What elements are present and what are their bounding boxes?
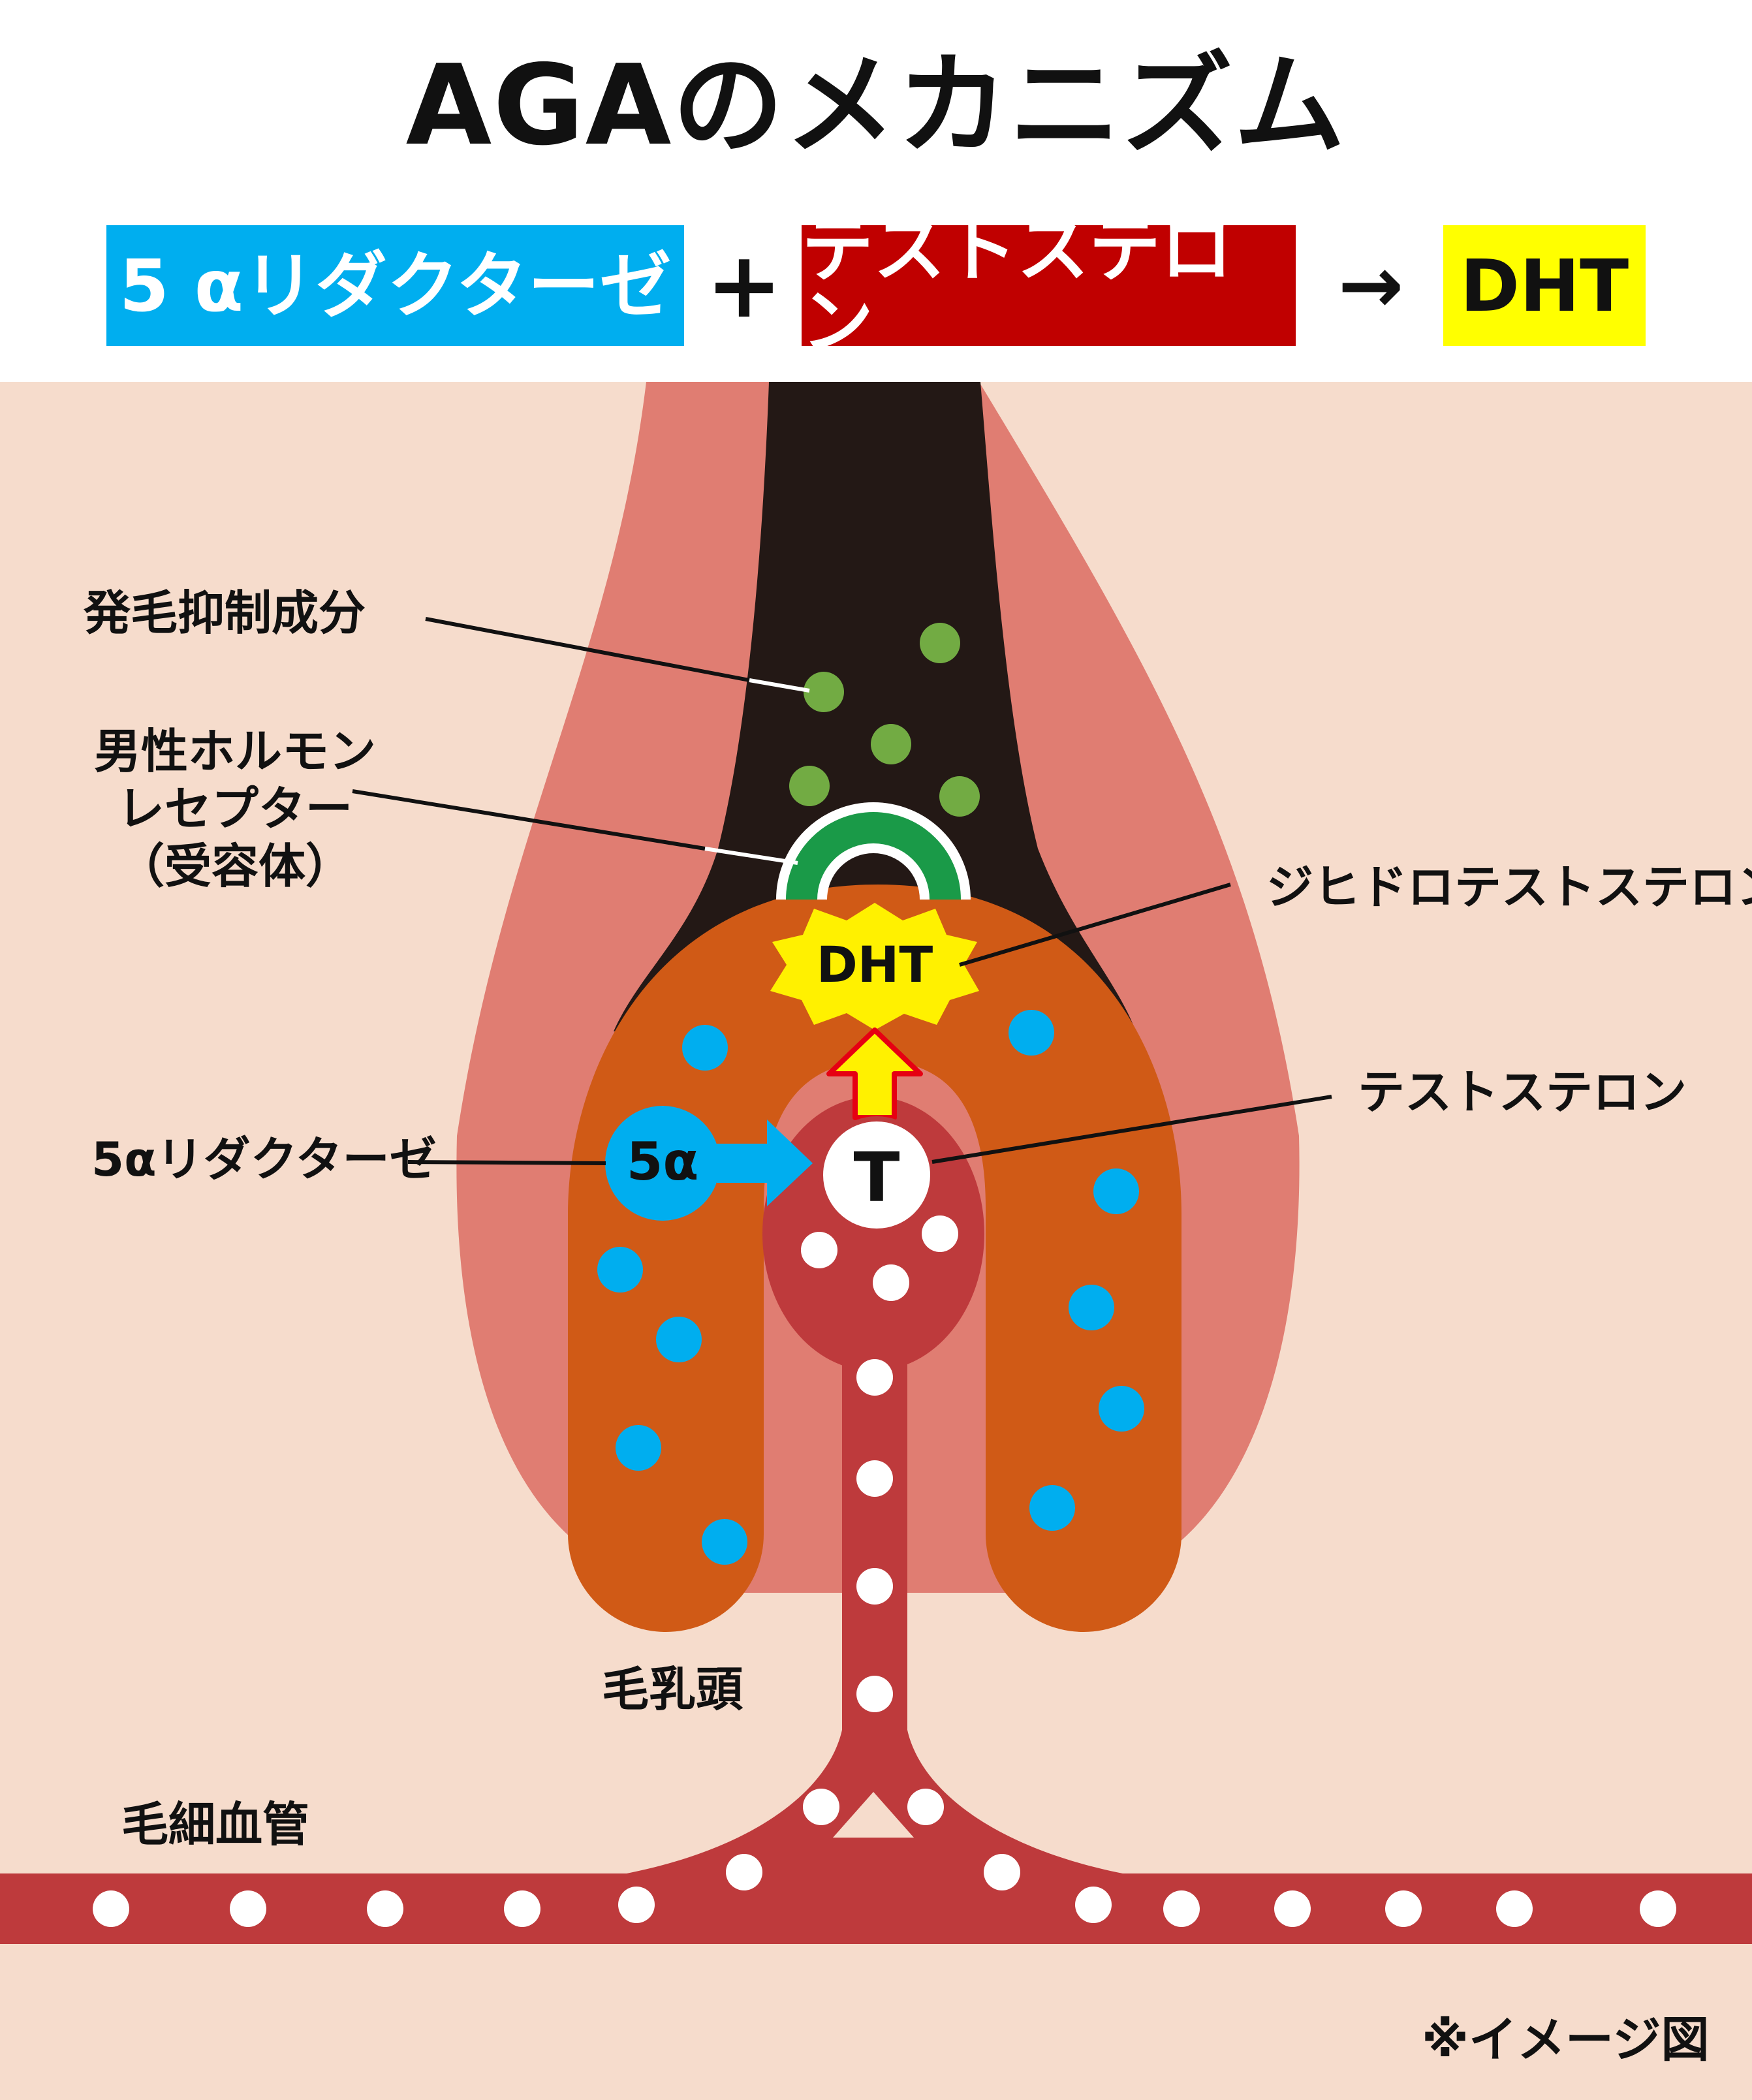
label-dihydrotestosterone: ジヒドロテストステロン [1266, 860, 1752, 915]
blood-cell [801, 1232, 837, 1268]
blood-cell [1640, 1890, 1676, 1927]
capillary-blood-cells [93, 1789, 1676, 1927]
leader-inhibitor-tail [749, 678, 810, 693]
leader-lines [352, 617, 1332, 1165]
label-testosterone: テストステロン [1358, 1065, 1687, 1120]
papilla-blood-cells [801, 1215, 958, 1712]
label-dermal-papilla: 毛乳頭 [602, 1662, 743, 1717]
reductase-dot [656, 1317, 702, 1362]
capillary-vessel [0, 1873, 1752, 1944]
blood-cell [1496, 1890, 1533, 1927]
blood-cell [618, 1887, 655, 1923]
reductase-dot [702, 1519, 747, 1565]
label-five-alpha-reductase: 5αリダクターゼ [91, 1132, 437, 1187]
arrow-sign: → [1337, 240, 1404, 331]
leader-inhibitor [425, 617, 750, 682]
blood-cell [230, 1890, 266, 1927]
header: AGAのメカニズム 5 αリダクターゼ + テストステロン → DHT [0, 0, 1752, 382]
blood-cell [803, 1789, 839, 1825]
label-hair-growth-inhibitor: 発毛抑制成分 [84, 586, 366, 640]
blood-cell [1163, 1890, 1200, 1927]
result-chip: DHT [1443, 225, 1646, 346]
testosterone-circle [818, 1116, 935, 1234]
leader-reductase [407, 1160, 606, 1165]
label-receptor-line2: レセプター [117, 781, 352, 836]
page-title: AGAのメカニズム [405, 41, 1347, 170]
hair-bulb [568, 885, 1181, 1632]
inhibitor-particle [789, 766, 830, 806]
blood-cell [922, 1215, 958, 1252]
hormone-chip: テストステロン [802, 214, 1296, 358]
testosterone-marker: T [853, 1138, 900, 1217]
reductase-dot [682, 1025, 728, 1071]
blood-cell [907, 1789, 944, 1825]
inhibitor-particle [920, 623, 960, 663]
blood-cell [856, 1460, 893, 1497]
enzyme-chip: 5 αリダクターゼ [106, 225, 684, 346]
five-alpha-marker: 5α [626, 1131, 699, 1192]
leader-receptor [352, 789, 706, 851]
blood-cell [1274, 1890, 1311, 1927]
blood-cell [504, 1890, 540, 1927]
blood-cell [93, 1890, 129, 1927]
label-receptor: 男性ホルモン レセプター （受容体） [65, 723, 405, 895]
blood-cell [726, 1854, 762, 1890]
reductase-dot [1029, 1485, 1075, 1531]
label-receptor-line3: （受容体） [117, 838, 352, 894]
reductase-dot [616, 1425, 661, 1471]
five-alpha-circle [605, 1106, 720, 1221]
inhibitor-particle [939, 776, 980, 817]
leader-testosterone [931, 1095, 1332, 1164]
leader-receptor-tail [704, 847, 798, 865]
blood-cell [856, 1676, 893, 1712]
label-receptor-line1: 男性ホルモン [93, 724, 376, 779]
blood-cell [873, 1264, 909, 1301]
reductase-dot [1099, 1386, 1144, 1432]
blood-cell [856, 1359, 893, 1396]
blood-cell [1385, 1890, 1422, 1927]
label-capillary: 毛細血管 [121, 1797, 310, 1852]
inhibitor-particle [871, 724, 911, 764]
reductase-dots [597, 1010, 1144, 1565]
dht-marker: DHT [816, 935, 933, 994]
image-note: ※イメージ図 [1422, 2012, 1710, 2068]
inhibitor-particles [789, 623, 980, 817]
inhibitor-particle [804, 672, 844, 712]
reductase-dot [1069, 1285, 1114, 1330]
reductase-dot [1009, 1010, 1054, 1056]
enzyme-arrow [717, 1120, 813, 1206]
fork-notch [833, 1792, 914, 1838]
blood-cell [1075, 1887, 1112, 1923]
blood-cell [367, 1890, 403, 1927]
receptor [776, 802, 971, 901]
blood-cell [984, 1854, 1020, 1890]
leader-dht [959, 883, 1231, 967]
plus-sign: + [706, 232, 783, 339]
blood-cell [856, 1568, 893, 1605]
dht-starburst [770, 903, 979, 1030]
reductase-dot [1093, 1168, 1139, 1214]
reductase-dot [597, 1247, 643, 1293]
hair-shaft [614, 382, 1136, 1031]
